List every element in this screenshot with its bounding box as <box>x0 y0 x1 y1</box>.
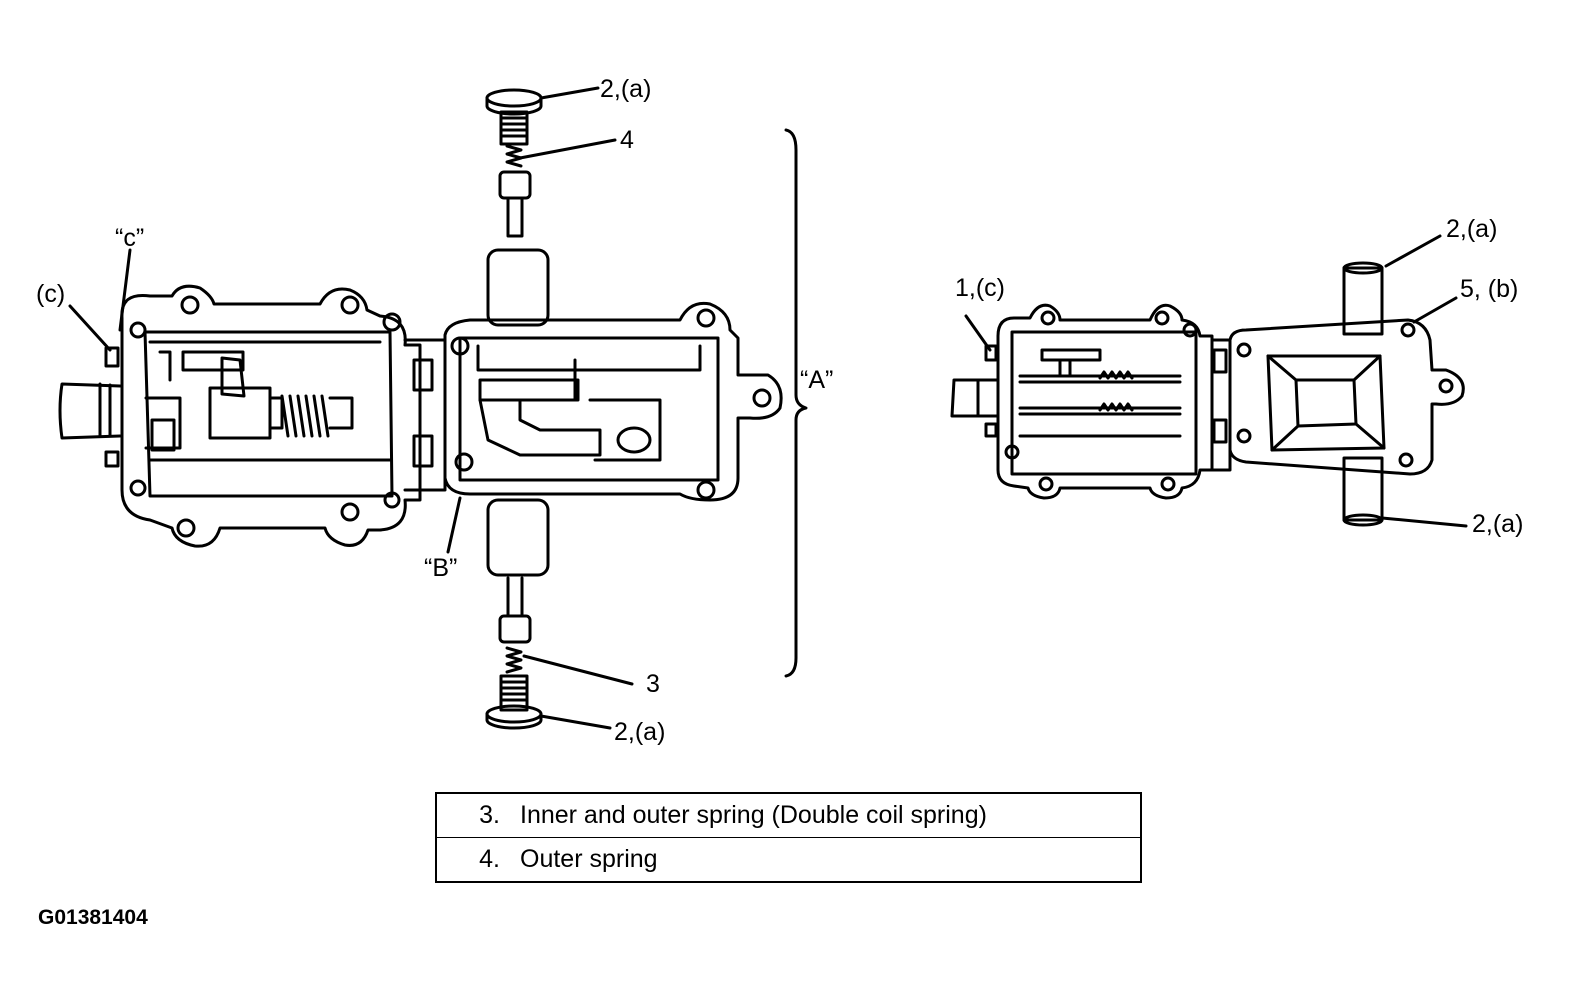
legend-text: Outer spring <box>520 837 1141 882</box>
outer-spring-4 <box>505 144 523 168</box>
legend-row: 3. Inner and outer spring (Double coil s… <box>436 793 1141 838</box>
top-tube <box>1342 266 1384 336</box>
label-left-top-bolt: 2,(a) <box>600 75 651 103</box>
lower-plunger <box>498 576 532 644</box>
label-right-top-bolt: 2,(a) <box>1446 215 1497 243</box>
legend-number: 3. <box>479 801 500 829</box>
label-quote-b: “B” <box>424 554 457 582</box>
left-assembly <box>58 86 808 730</box>
legend-text: Inner and outer spring (Double coil spri… <box>520 801 987 829</box>
bottom-tube <box>1342 456 1384 522</box>
label-right-item5: 5, (b) <box>1460 275 1518 303</box>
right-cover <box>443 301 783 502</box>
right-right-cover <box>1228 318 1465 476</box>
inner-spring-3 <box>505 646 523 674</box>
right-assembly <box>950 234 1468 528</box>
figure-id: G01381404 <box>38 906 148 929</box>
right-shaft-stub <box>950 378 1000 418</box>
left-cover <box>120 284 422 548</box>
label-left-bottom-bolt: 2,(a) <box>614 718 665 746</box>
bracket-a <box>784 128 808 678</box>
label-bracket-a: “A” <box>800 366 833 394</box>
label-outer-spring: 4 <box>620 126 634 154</box>
label-paren-c: (c) <box>36 280 65 308</box>
right-left-cover <box>996 303 1214 500</box>
bottom-bolt <box>485 674 543 730</box>
lower-sleeve <box>486 498 550 577</box>
legend-row: 4. Outer spring <box>436 837 1141 882</box>
label-inner-spring: 3 <box>646 670 660 698</box>
legend-table: 3. Inner and outer spring (Double coil s… <box>435 792 1142 883</box>
shaft-stub <box>58 346 122 468</box>
upper-plunger <box>498 170 532 238</box>
upper-sleeve <box>486 248 550 327</box>
legend-number: 4. <box>436 837 520 882</box>
top-bolt <box>485 88 543 146</box>
label-right-bottom-bolt: 2,(a) <box>1472 510 1523 538</box>
label-right-item1: 1,(c) <box>955 274 1005 302</box>
label-quote-c: “c” <box>115 224 144 252</box>
